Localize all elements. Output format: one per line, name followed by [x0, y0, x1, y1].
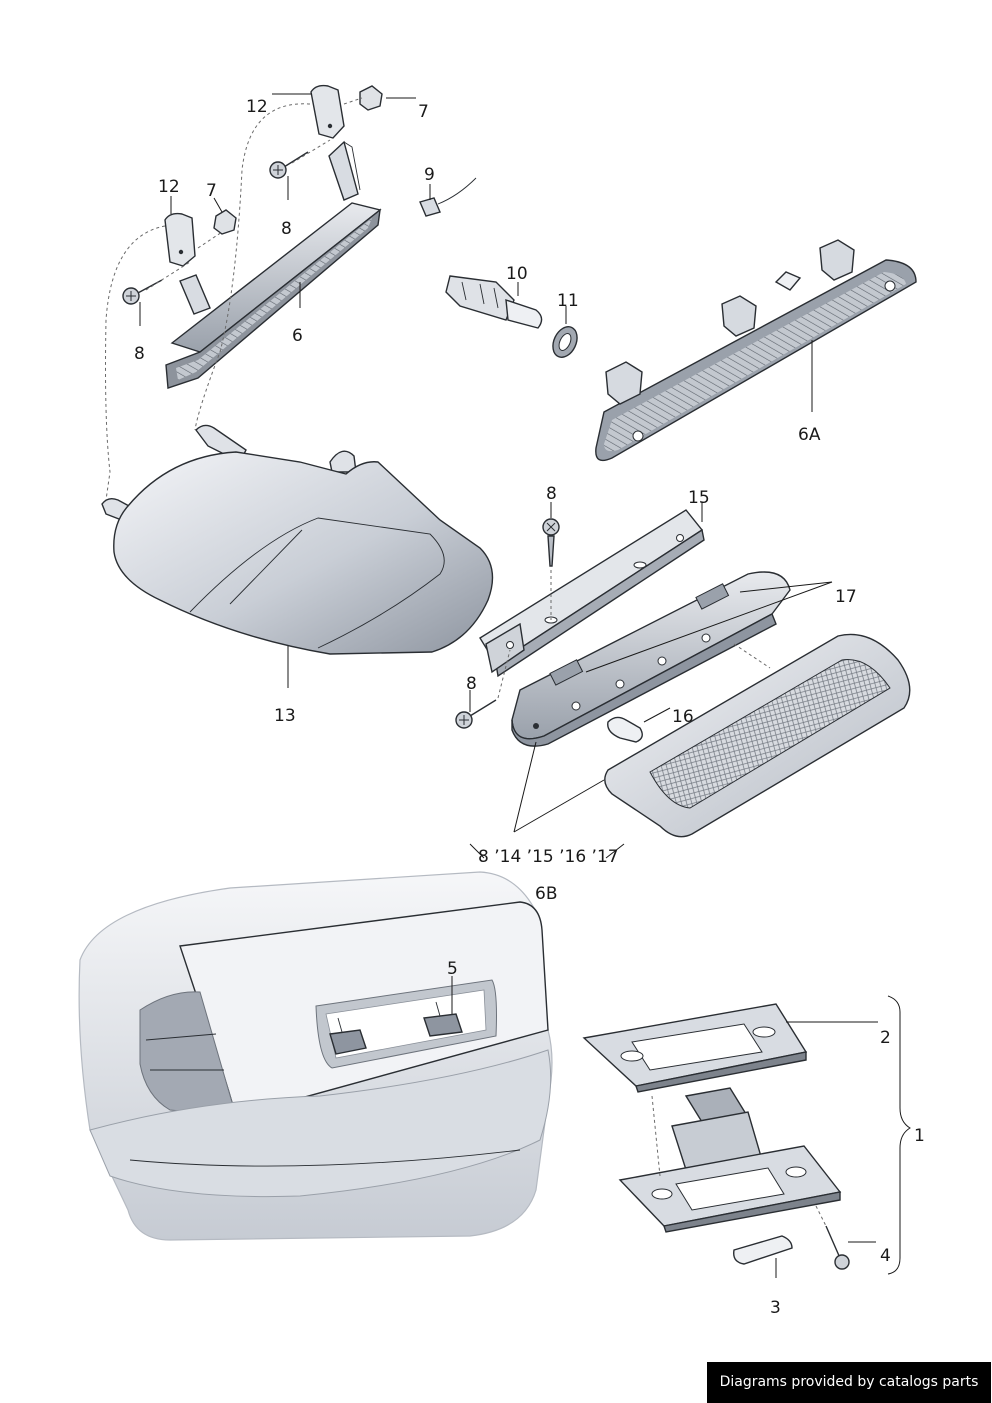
callout-7b: 7 [206, 181, 217, 201]
connector-9 [419, 177, 477, 217]
callout-10: 10 [506, 264, 528, 284]
bracket-12-lower [164, 212, 196, 267]
lamp-unit-6b [511, 571, 791, 747]
mounting-plate-15 [479, 509, 705, 678]
brake-light-bar-6 [165, 140, 382, 389]
assembly-line-1-screw [815, 1205, 827, 1227]
screw-8-bracket-top [542, 518, 560, 567]
clip-7-upper [359, 85, 383, 111]
callout-labels: 12 7 12 7 9 8 10 11 6 8 6A 8 15 17 8 16 … [134, 97, 925, 1318]
bulb-16 [607, 716, 643, 743]
callout-4: 4 [880, 1246, 891, 1266]
callout-6b: 6B [535, 884, 557, 904]
callout-6: 6 [292, 326, 303, 346]
clip-7-lower [213, 209, 237, 235]
callout-group-6b: 8 ’14 ’15 ’16 ’17 [478, 847, 619, 867]
callout-6a: 6A [798, 425, 821, 445]
screw-8-left [122, 279, 163, 305]
callout-8c: 8 [546, 484, 557, 504]
license-plate-light-5-left [329, 1017, 367, 1055]
assembly-line-1-left [651, 1095, 661, 1177]
callout-1: 1 [914, 1126, 925, 1146]
bracket-12-upper [310, 84, 345, 139]
leader-lines [139, 93, 878, 1278]
screw-8-bracket-bottom [455, 699, 497, 729]
callout-8d: 8 [466, 674, 477, 694]
callout-16: 16 [672, 707, 694, 727]
callout-11: 11 [557, 291, 579, 311]
callout-17: 17 [835, 587, 857, 607]
seal-ring-11 [552, 326, 578, 358]
assembly-line-screw-left [145, 261, 191, 291]
assembly-line-left [105, 225, 166, 501]
callout-13: 13 [274, 706, 296, 726]
group-brace-1 [887, 995, 911, 1275]
gasket-2 [582, 1003, 808, 1093]
callout-8b: 8 [134, 344, 145, 364]
rear-lamp-housing-13 [101, 424, 494, 655]
screw-8-upper [269, 151, 309, 179]
bulb-3 [733, 1235, 793, 1265]
assembly-line-right [194, 103, 311, 431]
assembly-line-6b-housing [733, 643, 771, 669]
assembly-line-clip-lower [197, 231, 223, 249]
lamp-housing-6b [604, 633, 911, 838]
callout-5: 5 [447, 959, 458, 979]
callout-8a: 8 [281, 219, 292, 239]
callout-12b: 12 [158, 177, 180, 197]
license-plate-light-5-right [423, 1001, 463, 1037]
credit-banner: Diagrams provided by catalogs parts [707, 1362, 991, 1403]
vehicle-rear-section [78, 871, 553, 1241]
assembly-line-screw-upper [291, 139, 331, 164]
lamp-housing-1 [618, 1087, 842, 1233]
brake-light-bar-6a [595, 239, 917, 462]
screw-4 [825, 1225, 850, 1270]
callout-3: 3 [770, 1298, 781, 1318]
callout-2: 2 [880, 1028, 891, 1048]
assembly-line-6b-bottom [497, 649, 511, 699]
callout-7a: 7 [418, 102, 429, 122]
callout-15: 15 [688, 488, 710, 508]
callout-9: 9 [424, 165, 435, 185]
bulb-holder-10 [445, 275, 543, 329]
callout-12a: 12 [246, 97, 268, 117]
